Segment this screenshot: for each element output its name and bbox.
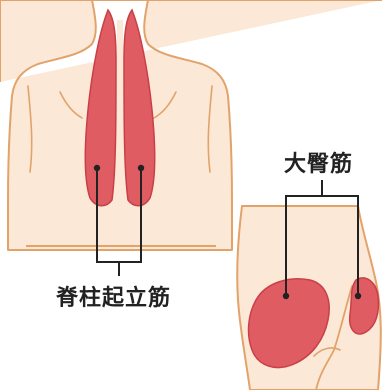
erector-spinae-muscles — [85, 10, 155, 206]
erector-spinae-label: 脊柱起立筋 — [56, 280, 171, 312]
gluteus-maximus-label: 大臀筋 — [284, 146, 353, 178]
